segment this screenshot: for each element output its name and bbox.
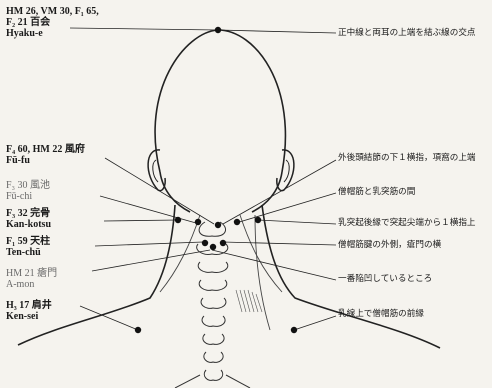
right-ear-inner xyxy=(284,160,289,182)
leader-fufu-r xyxy=(223,160,336,224)
leader-kankotsu-r xyxy=(258,220,336,224)
desc-fuchi: 僧帽筋と乳突筋の間 xyxy=(338,187,490,197)
desc-kankotsu: 乳突起後縁で突起尖端から１横指上 xyxy=(338,218,490,228)
desc-kensei: 乳線上で僧帽筋の前縁 xyxy=(338,309,490,319)
desc-fufu: 外後頭結節の下１横指，項窩の上端 xyxy=(338,153,490,163)
label-fuchi-code: F₃ 30 風池 xyxy=(6,180,134,191)
label-hyakue-code2: F₂ 21 百会 xyxy=(6,17,134,28)
desc-hyakue: 正中線と両耳の上端を結ぶ線の交点 xyxy=(338,28,490,38)
head-outline xyxy=(155,30,285,172)
muscle-hatching xyxy=(236,290,262,312)
label-tenchu-name: Ten-chū xyxy=(6,247,134,258)
label-fuchi-name: Fū-chi xyxy=(6,191,134,202)
left-ear-inner xyxy=(153,160,158,182)
trapezius-left xyxy=(160,215,200,292)
label-kankotsu: F₃ 32 完骨 Kan-kotsu xyxy=(6,208,134,230)
desc-tenchu: 僧帽筋腱の外側，瘡門の横 xyxy=(338,240,490,250)
label-kensei: H₃ 17 肩井 Ken-sei xyxy=(6,300,134,322)
point-kensei-right xyxy=(291,327,297,333)
label-hyakue-code: HM 26, VM 30, F₁ 65, xyxy=(6,6,134,17)
label-tenchu-code: F₁ 59 天柱 xyxy=(6,236,134,247)
point-fuchi-right xyxy=(234,219,240,225)
label-kankotsu-name: Kan-kotsu xyxy=(6,219,134,230)
label-amon-name: A-mon xyxy=(6,279,134,290)
point-hyakue xyxy=(215,27,221,33)
label-amon: HM 21 瘡門 A-mon xyxy=(6,268,134,290)
point-tenchu-left xyxy=(202,240,208,246)
point-tenchu-right xyxy=(220,240,226,246)
label-fufu-code: F₄ 60, HM 22 風府 xyxy=(6,144,134,155)
leader-amon-r xyxy=(212,250,336,280)
label-fufu: F₄ 60, HM 22 風府 Fū-fu xyxy=(6,144,134,166)
point-kankotsu-left xyxy=(175,217,181,223)
leader-kensei-r xyxy=(294,316,336,330)
point-fufu xyxy=(215,222,221,228)
label-fuchi: F₃ 30 風池 Fū-chi xyxy=(6,180,134,202)
label-hyakue: HM 26, VM 30, F₁ 65, F₂ 21 百会 Hyaku-e xyxy=(6,6,134,39)
label-fufu-name: Fū-fu xyxy=(6,155,134,166)
label-hyakue-name: Hyaku-e xyxy=(6,28,134,39)
scm-right xyxy=(255,215,270,330)
label-amon-code: HM 21 瘡門 xyxy=(6,268,134,279)
point-kensei-left xyxy=(135,327,141,333)
label-tenchu: F₁ 59 天柱 Ten-chū xyxy=(6,236,134,258)
leader-tenchu-r xyxy=(223,242,336,245)
leader-hyakue-r xyxy=(218,30,336,33)
point-amon xyxy=(210,244,216,250)
lower-head-outline xyxy=(160,172,282,212)
trapezius-right xyxy=(240,215,282,292)
point-fuchi-left xyxy=(195,219,201,225)
label-kensei-code: H₃ 17 肩井 xyxy=(6,300,134,311)
desc-amon: 一番陥凹しているところ xyxy=(338,274,490,284)
point-kankotsu-right xyxy=(255,217,261,223)
label-kankotsu-code: F₃ 32 完骨 xyxy=(6,208,134,219)
label-kensei-name: Ken-sei xyxy=(6,311,134,322)
